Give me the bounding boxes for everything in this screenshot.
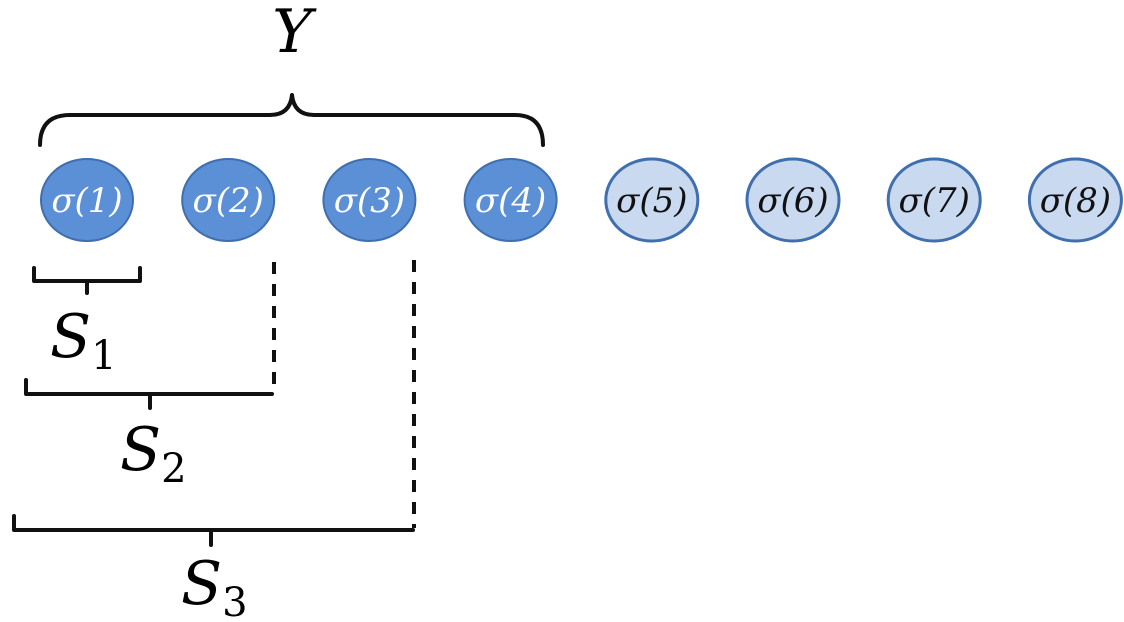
y-label: Y xyxy=(272,0,317,67)
node-5: σ(5) xyxy=(604,157,700,243)
node-circle-6 xyxy=(745,157,841,243)
s3-bracket xyxy=(12,514,415,547)
node-circle-3 xyxy=(322,158,417,242)
node-circle-5 xyxy=(604,157,700,243)
node-circle-8 xyxy=(1027,157,1123,243)
y-brace xyxy=(38,93,545,147)
s1-bracket xyxy=(32,266,142,295)
node-circle-1 xyxy=(40,158,134,242)
node-label-2: σ(2) xyxy=(193,181,264,221)
node-label-1: σ(1) xyxy=(51,181,122,221)
node-6: σ(6) xyxy=(745,157,841,243)
node-label-3: σ(3) xyxy=(334,181,405,221)
node-label-7: σ(7) xyxy=(899,181,970,221)
s1-label: S1 xyxy=(50,302,117,379)
node-7: σ(7) xyxy=(886,157,982,243)
node-1: σ(1) xyxy=(40,158,134,242)
nodes-group: σ(1) σ(2) σ(3) σ(4) σ(5) σ(6) σ(7) σ(8) xyxy=(40,157,1123,243)
s3-label: S3 xyxy=(181,549,248,622)
node-label-5: σ(5) xyxy=(616,181,687,221)
node-label-4: σ(4) xyxy=(475,181,546,221)
node-2: σ(2) xyxy=(181,158,276,242)
node-label-8: σ(8) xyxy=(1040,181,1111,221)
node-4: σ(4) xyxy=(463,158,558,242)
node-circle-7 xyxy=(886,157,982,243)
node-label-6: σ(6) xyxy=(757,181,828,221)
node-3: σ(3) xyxy=(322,158,417,242)
node-8: σ(8) xyxy=(1027,157,1123,243)
s2-label: S2 xyxy=(120,415,187,492)
node-circle-2 xyxy=(181,158,276,242)
s2-bracket xyxy=(24,378,274,410)
node-circle-4 xyxy=(463,158,558,242)
